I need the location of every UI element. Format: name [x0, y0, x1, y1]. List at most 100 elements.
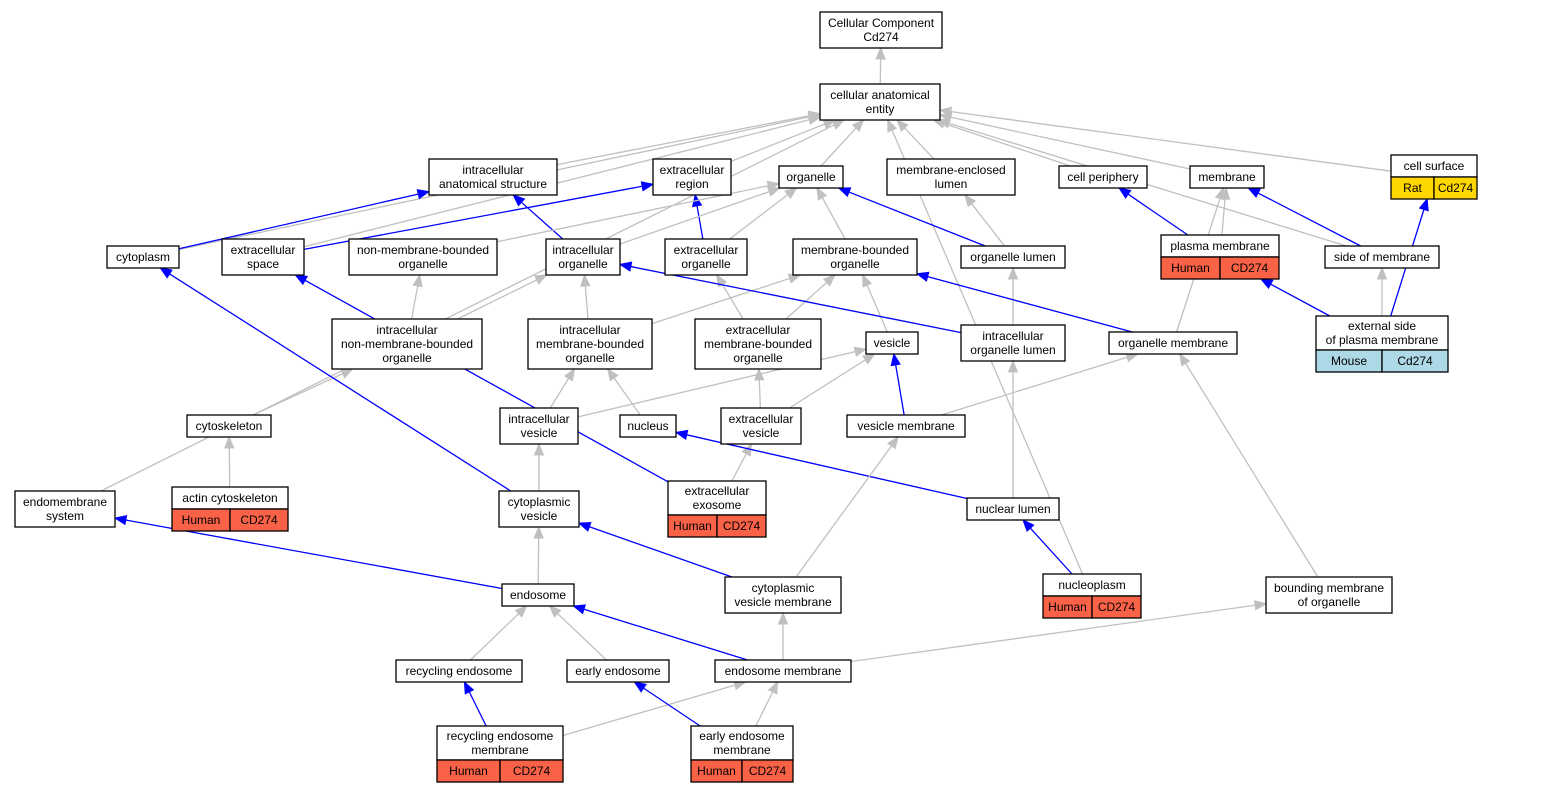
node-label: endosome membrane [725, 664, 842, 678]
edge-embo-mbo [785, 274, 836, 320]
node-label: nuclear lumen [975, 502, 1050, 516]
edge-arrowhead [964, 193, 977, 208]
edge-vm-om [941, 352, 1139, 416]
node-endo[interactable]: endosome [501, 583, 575, 607]
edge-iol-io [618, 261, 962, 334]
node-label: organelle [565, 351, 615, 365]
node-label: recycling endosome [447, 729, 554, 743]
node-box [331, 318, 483, 370]
node-ves[interactable]: vesicle [865, 331, 919, 355]
node-label: extracellular [726, 323, 791, 337]
edge-exo-ev [731, 442, 753, 482]
edge-mbo-org [816, 186, 846, 240]
node-label: organelle [558, 257, 608, 271]
node-om[interactable]: organelle membrane [1108, 331, 1238, 355]
gene-label: CD274 [513, 764, 551, 778]
edge-arrowhead [1117, 187, 1132, 199]
node-org[interactable]: organelle [778, 165, 844, 189]
edge-arrowhead [1418, 197, 1429, 212]
node-re[interactable]: recycling endosome [395, 659, 523, 683]
node-nl[interactable]: nuclear lumen [966, 497, 1060, 521]
node-box [1189, 165, 1265, 189]
node-label: organelle [681, 257, 731, 271]
node-box [348, 238, 498, 276]
node-label: vesicle [743, 426, 780, 440]
edge-arrowhead [831, 119, 846, 130]
edge-nuc-imbo [606, 367, 641, 416]
edge-enm-cvm [777, 611, 789, 660]
edge-eem-enm [755, 680, 779, 727]
node-box [819, 11, 943, 49]
edge-arrowhead [938, 106, 953, 117]
edge-arrowhead [412, 273, 423, 288]
species-label: Human [1048, 600, 1087, 614]
edge-cysk-inmbo [252, 368, 354, 416]
node-cysk[interactable]: cytoskeleton [186, 414, 272, 438]
node-box [1265, 576, 1393, 614]
edge-arrowhead [816, 186, 828, 201]
node-box [501, 583, 575, 607]
node-label: organelle [382, 351, 432, 365]
edge-arrowhead [1214, 186, 1225, 201]
node-mem[interactable]: membrane [1189, 165, 1265, 189]
node-box [865, 331, 919, 355]
node-label: cellular anatomical [830, 88, 929, 102]
edge-nl-nuc [674, 429, 968, 500]
edge-arrowhead [224, 435, 235, 449]
node-label: non-membrane-bounded [357, 243, 489, 257]
node-box [545, 238, 621, 276]
edge-arrowhead [886, 435, 899, 450]
node-label: vesicle [521, 426, 558, 440]
edge-bmo-om [1179, 352, 1319, 578]
node-vm[interactable]: vesicle membrane [846, 414, 966, 438]
node-inmbo[interactable]: intracellularnon-membrane-boundedorganel… [331, 318, 483, 370]
node-som[interactable]: side of membrane [1324, 245, 1440, 269]
gene-label: CD274 [1098, 600, 1136, 614]
node-ee[interactable]: early endosome [566, 659, 670, 683]
edge-np-nl [1022, 519, 1073, 575]
node-nuc[interactable]: nucleus [619, 414, 677, 438]
node-label: membrane [471, 743, 529, 757]
node-label: Cd274 [863, 30, 899, 44]
node-ol[interactable]: organelle lumen [960, 245, 1066, 269]
edge-arrowhead [862, 353, 876, 365]
edge-arrowhead [875, 46, 886, 60]
node-label: intracellular [462, 163, 523, 177]
node-label: endosome [510, 588, 566, 602]
node-enm[interactable]: endosome membrane [714, 659, 852, 683]
node-box [694, 318, 822, 370]
node-cyto[interactable]: cytoplasm [106, 245, 180, 269]
node-cp[interactable]: cell periphery [1058, 165, 1148, 189]
edge-cvm-vm [795, 435, 899, 578]
edge-mel-cae [896, 119, 935, 160]
edge-arrowhead [572, 604, 586, 615]
edge-enm-bmo [850, 600, 1268, 663]
